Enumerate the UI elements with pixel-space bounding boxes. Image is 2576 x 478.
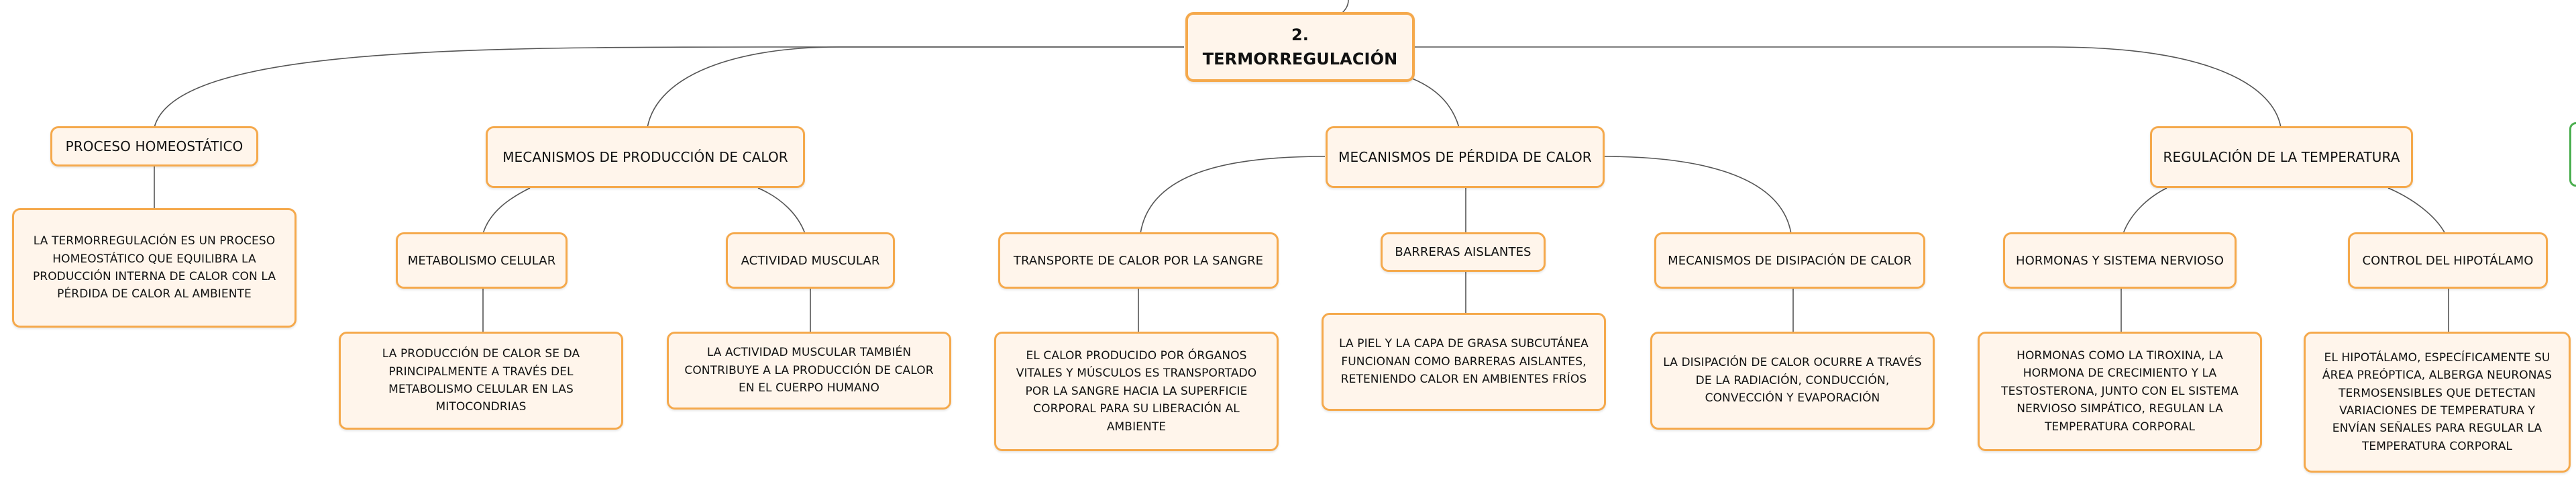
connector-root-proceso (154, 46, 1184, 128)
node-label: CONTROL DEL HIPOTÁLAMO (2362, 253, 2534, 268)
node-actividad-muscular[interactable]: ACTIVIDAD MUSCULAR (726, 232, 895, 289)
node-hormonas-sistema-nervioso[interactable]: HORMONAS Y SISTEMA NERVIOSO (2003, 232, 2237, 289)
node-label: MECANISMOS DE DISIPACIÓN DE CALOR (1668, 253, 1912, 268)
branch-regulacion-temperatura[interactable]: REGULACIÓN DE LA TEMPERATURA (2150, 126, 2413, 188)
desc-hormonas-sistema-nervioso[interactable]: HORMONAS COMO LA TIROXINA, LA HORMONA DE… (1978, 332, 2262, 451)
connector-perdida-disipacion (1603, 156, 1792, 234)
root-label: 2. TERMORREGULACIÓN (1202, 26, 1398, 68)
desc-control-hipotalamo[interactable]: EL HIPOTÁLAMO, ESPECÍFICAMENTE SU ÁREA P… (2304, 332, 2571, 473)
connector-root-regulacion (1409, 46, 2282, 128)
node-label: TRANSPORTE DE CALOR POR LA SANGRE (1013, 253, 1264, 268)
desc-disipacion-calor[interactable]: LA DISIPACIÓN DE CALOR OCURRE A TRAVÉS D… (1650, 332, 1935, 430)
branch-label: PROCESO HOMEOSTÁTICO (65, 138, 244, 154)
desc-proceso-homeostatico[interactable]: LA TERMORREGULACIÓN ES UN PROCESO HOMEOS… (12, 208, 297, 328)
node-control-hipotalamo[interactable]: CONTROL DEL HIPOTÁLAMO (2348, 232, 2548, 289)
desc-barreras-aislantes[interactable]: LA PIEL Y LA CAPA DE GRASA SUBCUTÁNEA FU… (1322, 313, 1606, 411)
desc-text: HORMONAS COMO LA TIROXINA, LA HORMONA DE… (2001, 349, 2239, 434)
connector-root-produccion (647, 46, 1184, 128)
node-label: BARRERAS AISLANTES (1395, 245, 1532, 259)
desc-text: LA TERMORREGULACIÓN ES UN PROCESO HOMEOS… (32, 234, 276, 301)
desc-metabolismo-celular[interactable]: LA PRODUCCIÓN DE CALOR SE DA PRINCIPALME… (339, 332, 623, 430)
connector-root-incoming (1341, 0, 1349, 14)
desc-text: LA PRODUCCIÓN DE CALOR SE DA PRINCIPALME… (382, 347, 580, 414)
branch-label: REGULACIÓN DE LA TEMPERATURA (2163, 149, 2400, 165)
desc-transporte-calor[interactable]: EL CALOR PRODUCIDO POR ÓRGANOS VITALES Y… (994, 332, 1279, 451)
node-label: ACTIVIDAD MUSCULAR (741, 253, 880, 268)
connector-perdida-transporte (1140, 156, 1326, 234)
node-metabolismo-celular[interactable]: METABOLISMO CELULAR (396, 232, 568, 289)
branch-label: MECANISMOS DE PRODUCCIÓN DE CALOR (502, 149, 788, 165)
desc-text: LA PIEL Y LA CAPA DE GRASA SUBCUTÁNEA FU… (1339, 337, 1589, 387)
connector-produccion-actividad (757, 187, 806, 234)
branch-proceso-homeostatico[interactable]: PROCESO HOMEOSTÁTICO (50, 126, 258, 166)
node-label: METABOLISMO CELULAR (407, 253, 556, 268)
branch-mecanismos-perdida[interactable]: MECANISMOS DE PÉRDIDA DE CALOR (1326, 126, 1605, 188)
connector-produccion-metabolismo (482, 187, 531, 234)
node-label: HORMONAS Y SISTEMA NERVIOSO (2015, 253, 2224, 268)
desc-text: EL HIPOTÁLAMO, ESPECÍFICAMENTE SU ÁREA P… (2322, 350, 2553, 453)
desc-actividad-muscular[interactable]: LA ACTIVIDAD MUSCULAR TAMBIÉN CONTRIBUYE… (667, 332, 951, 410)
desc-text: EL CALOR PRODUCIDO POR ÓRGANOS VITALES Y… (1016, 349, 1257, 434)
connector-root-perdida (1408, 77, 1460, 128)
offscreen-node-tab[interactable] (2569, 122, 2576, 187)
root-node[interactable]: 2. TERMORREGULACIÓN (1185, 12, 1415, 82)
node-barreras-aislantes[interactable]: BARRERAS AISLANTES (1381, 232, 1546, 272)
node-transporte-calor[interactable]: TRANSPORTE DE CALOR POR LA SANGRE (998, 232, 1279, 289)
node-disipacion-calor[interactable]: MECANISMOS DE DISIPACIÓN DE CALOR (1654, 232, 1925, 289)
branch-label: MECANISMOS DE PÉRDIDA DE CALOR (1338, 149, 1592, 165)
desc-text: LA ACTIVIDAD MUSCULAR TAMBIÉN CONTRIBUYE… (684, 346, 934, 395)
desc-text: LA DISIPACIÓN DE CALOR OCURRE A TRAVÉS D… (1663, 356, 1922, 405)
connector-regulacion-hipotalamo (2387, 187, 2446, 234)
connector-regulacion-hormonas (2123, 187, 2167, 234)
branch-mecanismos-produccion[interactable]: MECANISMOS DE PRODUCCIÓN DE CALOR (486, 126, 805, 188)
